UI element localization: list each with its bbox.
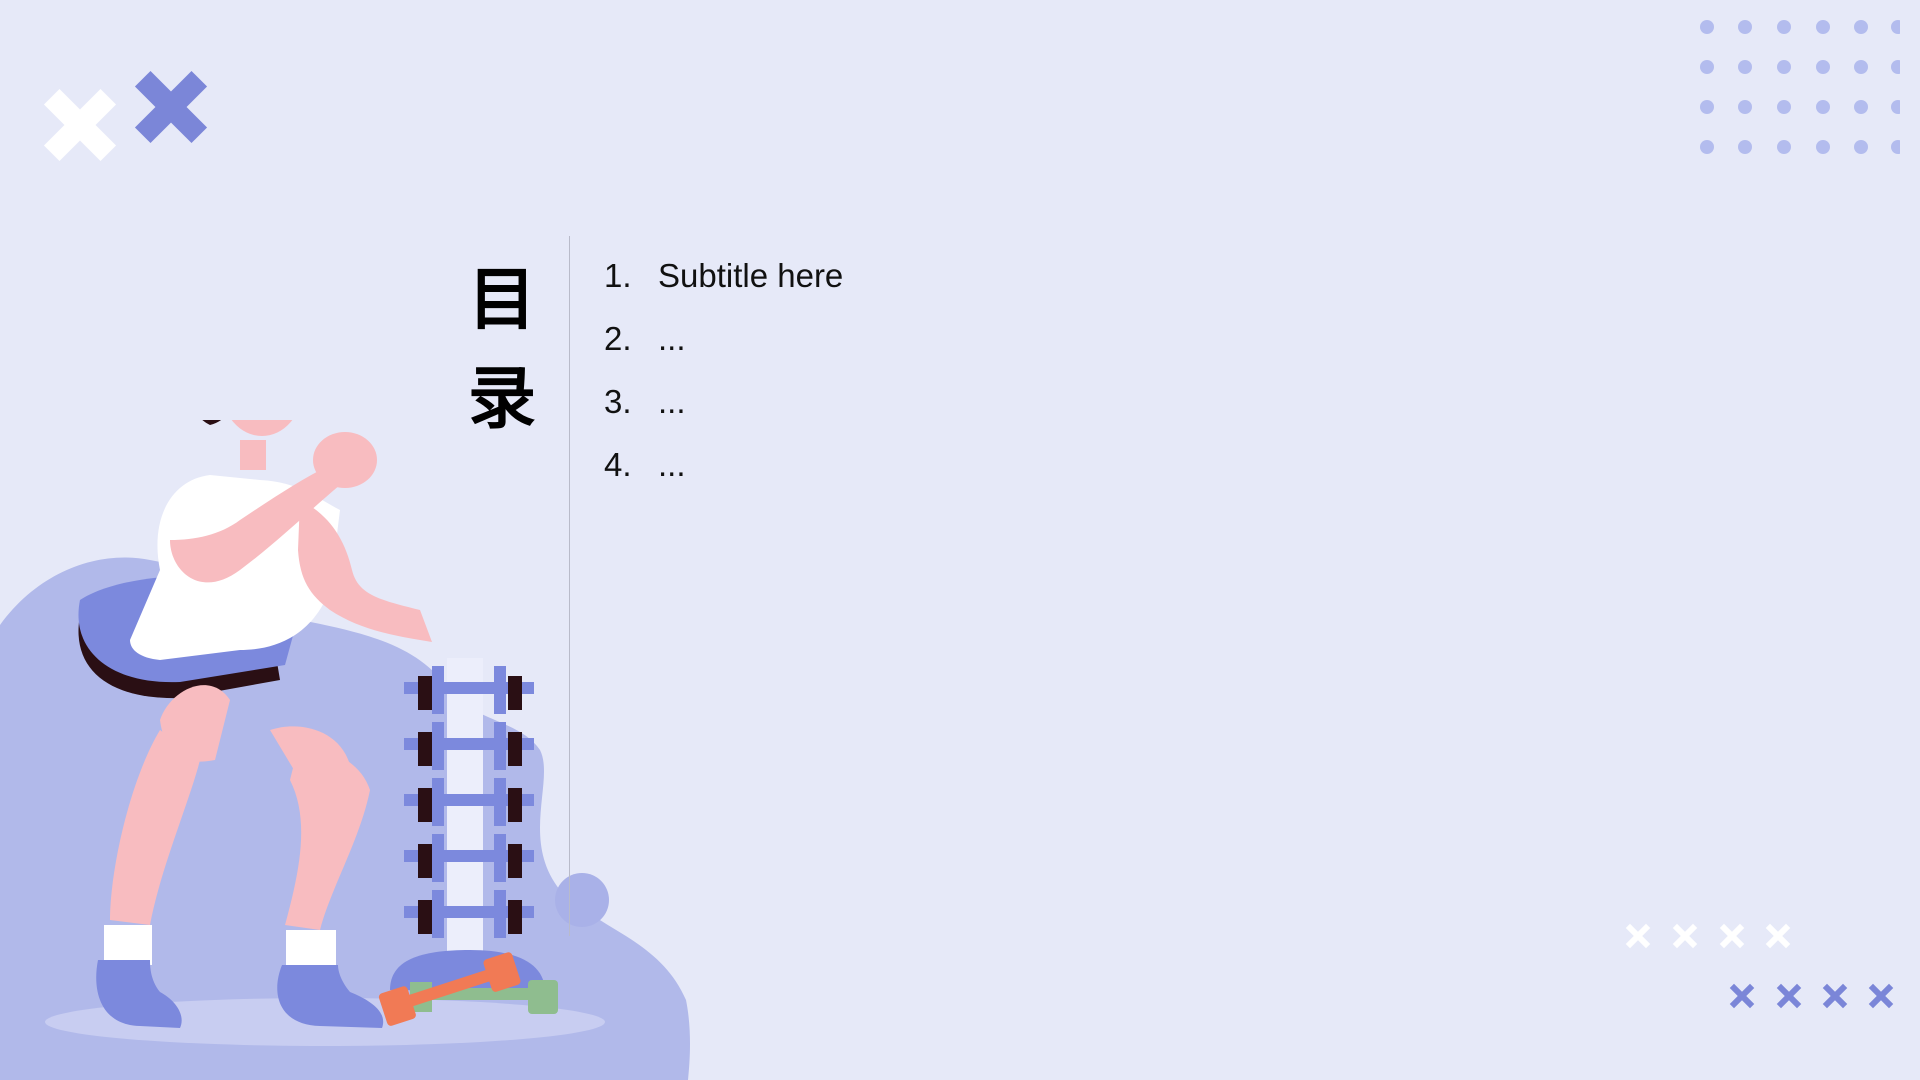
cross-icon bbox=[134, 70, 208, 144]
decorative-crosses-bottom-right bbox=[1625, 923, 1894, 1009]
ball bbox=[555, 873, 609, 927]
cross-icon bbox=[1868, 983, 1894, 1009]
toc-item-text: ... bbox=[658, 382, 686, 420]
dot-grid bbox=[1700, 20, 1900, 154]
toc-item-text: Subtitle here bbox=[658, 256, 844, 294]
cross-icon bbox=[1765, 923, 1791, 949]
cross-icon bbox=[1729, 983, 1755, 1009]
cross-icon bbox=[1822, 983, 1848, 1009]
fitness-illustration bbox=[0, 420, 690, 1080]
toc-item-number: 4. bbox=[604, 445, 632, 483]
hair bbox=[202, 420, 222, 425]
cross-icon bbox=[1625, 923, 1651, 949]
cross-icon bbox=[1776, 983, 1802, 1009]
toc-item-text: ... bbox=[658, 445, 686, 483]
toc-list: 1. Subtitle here 2. ... 3. ... 4. ... bbox=[604, 244, 843, 496]
toc-title: 目录 bbox=[467, 261, 538, 439]
cross-icon bbox=[43, 88, 117, 162]
orange-dumbbell bbox=[378, 952, 521, 1026]
toc-item-4[interactable]: 4. ... bbox=[604, 433, 843, 496]
cross-icon bbox=[1719, 923, 1745, 949]
decorative-crosses-top-left bbox=[43, 70, 208, 162]
toc-item-number: 2. bbox=[604, 319, 632, 357]
divider-line bbox=[569, 236, 570, 936]
toc-item-1[interactable]: 1. Subtitle here bbox=[604, 244, 843, 307]
cross-icon bbox=[1672, 923, 1698, 949]
toc-item-2[interactable]: 2. ... bbox=[604, 307, 843, 370]
shoe bbox=[277, 965, 384, 1028]
toc-item-number: 3. bbox=[604, 382, 632, 420]
dumbbell-rack bbox=[390, 658, 545, 992]
person bbox=[78, 420, 432, 1028]
shoe bbox=[96, 960, 182, 1028]
toc-item-text: ... bbox=[658, 319, 686, 357]
toc-item-number: 1. bbox=[604, 256, 632, 294]
toc-item-3[interactable]: 3. ... bbox=[604, 370, 843, 433]
